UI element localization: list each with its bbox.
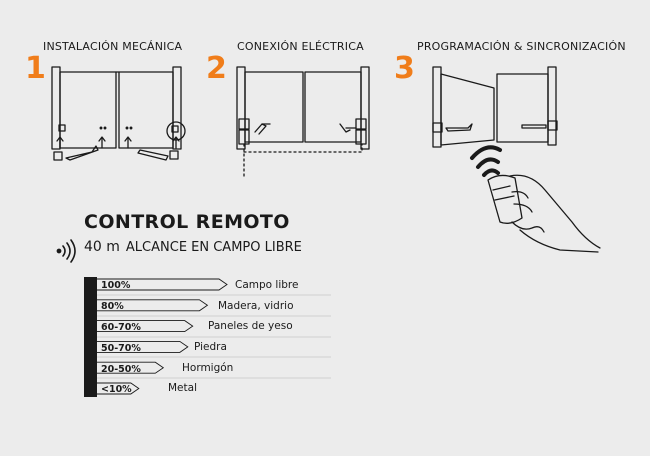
range-value: 40 m	[84, 239, 120, 255]
step-3-number: 3	[394, 51, 415, 86]
row-label: Hormigón	[182, 362, 234, 374]
step-1-window-drawing	[51, 66, 186, 161]
range-arrow	[97, 361, 165, 374]
row-percent: 80%	[101, 301, 124, 312]
step-2-title: CONEXIÓN ELÉCTRICA	[237, 40, 364, 53]
remote-range: 40 m ALCANCE EN CAMPO LIBRE	[84, 239, 302, 255]
step-2-window-drawing	[236, 66, 370, 179]
row-label: Madera, vidrio	[218, 300, 294, 312]
range-table-bar	[84, 277, 97, 397]
row-percent: 100%	[101, 280, 131, 291]
row-label: Paneles de yeso	[208, 320, 293, 332]
remote-hand-drawing	[470, 145, 601, 253]
row-label: Campo libre	[235, 279, 299, 291]
step-3-window-drawing	[432, 66, 558, 148]
step-3-title: PROGRAMACIÓN & SINCRONIZACIÓN	[417, 40, 626, 53]
row-percent: <10%	[101, 384, 132, 395]
range-arrow	[97, 382, 140, 395]
range-arrow	[97, 340, 189, 353]
range-arrows	[97, 278, 228, 395]
range-arrow	[97, 278, 228, 291]
step-2-number: 2	[206, 51, 227, 86]
row-percent: 60-70%	[101, 322, 141, 333]
step-1-title: INSTALACIÓN MECÁNICA	[43, 40, 183, 53]
range-arrow	[97, 320, 194, 333]
signal-icon	[56, 239, 76, 263]
remote-title: CONTROL REMOTO	[84, 211, 290, 233]
row-percent: 50-70%	[101, 343, 141, 354]
range-arrow	[97, 299, 209, 312]
row-label: Piedra	[194, 341, 227, 353]
step-1-number: 1	[25, 51, 46, 86]
row-percent: 20-50%	[101, 364, 141, 375]
range-text: ALCANCE EN CAMPO LIBRE	[125, 240, 302, 255]
row-label: Metal	[168, 382, 197, 394]
